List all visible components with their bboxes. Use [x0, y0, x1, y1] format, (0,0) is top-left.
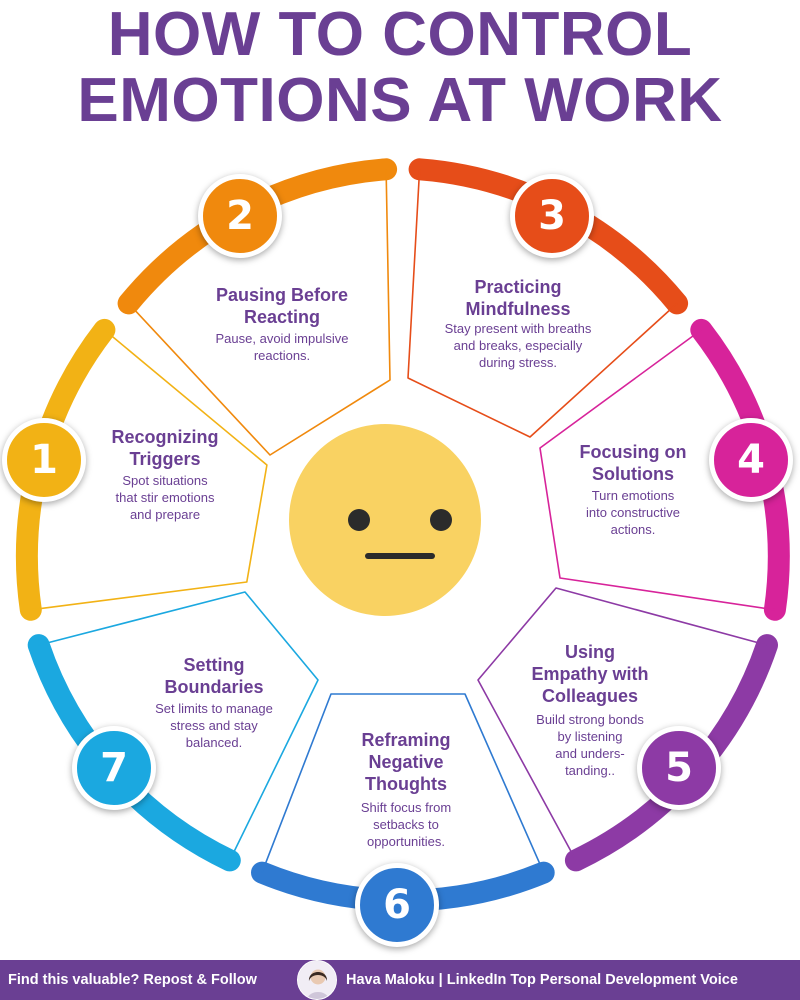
- badge-3: 3: [510, 174, 594, 258]
- segment-4-outline: [539, 329, 776, 611]
- badge-5: 5: [637, 726, 721, 810]
- segment-6-title: Reframing Negative Thoughts: [361, 730, 451, 794]
- segment-6-description: Shift focus from setbacks to opportuniti…: [360, 800, 452, 849]
- neutral-face-icon: [289, 424, 481, 616]
- segment-2-description: Pause, avoid impulsive reactions.: [215, 331, 349, 363]
- author-credit: Hava Maloku | LinkedIn Top Personal Deve…: [346, 972, 738, 988]
- segment-7-description: Set limits to manage stress and stay bal…: [155, 701, 273, 750]
- repost-follow-link[interactable]: Find this valuable? Repost & Follow: [8, 972, 257, 988]
- segment-7-outline: [38, 591, 319, 861]
- segment-7-title: Setting Boundaries: [164, 655, 264, 697]
- segment-1-outline: [30, 329, 268, 611]
- page-title: HOW TO CONTROL EMOTIONS AT WORK: [0, 2, 800, 134]
- segment-2-title: Pausing Before Reacting: [215, 285, 349, 327]
- avatar[interactable]: [297, 960, 337, 1000]
- footer-bar: Find this valuable? Repost & Follow Hava…: [0, 960, 800, 1000]
- title-line-1: HOW TO CONTROL: [107, 0, 693, 69]
- segment-1-title: Recognizing Triggers: [111, 427, 219, 469]
- badge-1: 1: [2, 418, 86, 502]
- segment-2-outline: [128, 169, 391, 456]
- title-line-2: EMOTIONS AT WORK: [77, 66, 723, 135]
- segment-3-outline: [407, 169, 678, 438]
- segment-3-description: Stay present with breaths and breaks, es…: [444, 321, 592, 370]
- segment-5-outline: [477, 587, 768, 861]
- segment-1-description: Spot situations that stir emotions and p…: [115, 473, 215, 522]
- badge-2: 2: [198, 174, 282, 258]
- segment-3-title: Practicing Mindfulness: [465, 277, 571, 319]
- segment-6-outline: [261, 693, 545, 873]
- segment-4-description: Turn emotions into constructive actions.: [586, 488, 680, 537]
- badge-6: 6: [355, 863, 439, 947]
- segment-5-description: Build strong bonds by listening and unde…: [536, 712, 644, 778]
- badge-4: 4: [709, 418, 793, 502]
- segment-5-title: Using Empathy with Colleagues: [531, 642, 649, 706]
- badge-7: 7: [72, 726, 156, 810]
- segment-4-title: Focusing on Solutions: [579, 442, 687, 484]
